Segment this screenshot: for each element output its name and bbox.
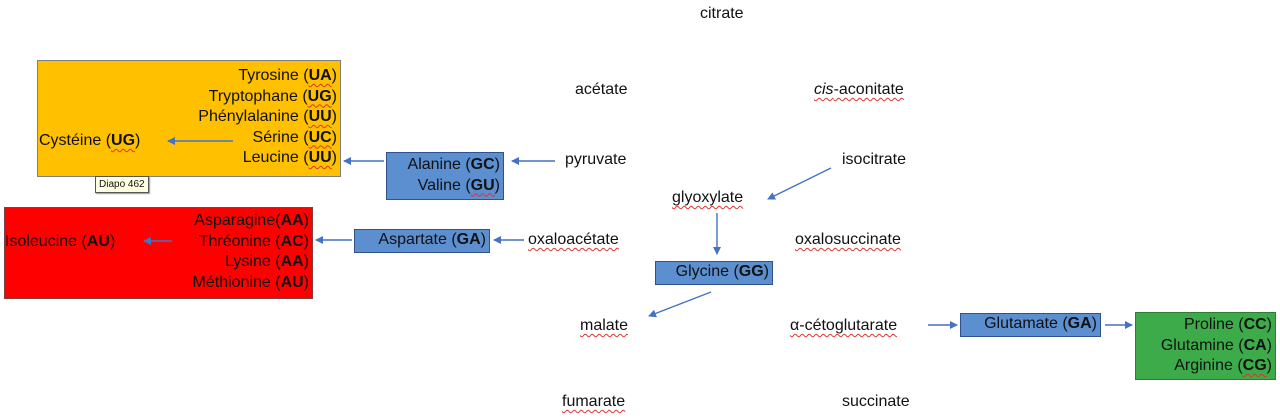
tryptophane-line: Tryptophane (UG) <box>208 87 337 105</box>
leucine-line: Leucine (UU) <box>242 149 337 166</box>
slide-tooltip: Diapo 462 <box>95 176 149 193</box>
isoleucine-label: Isoleucine (AU) <box>5 233 116 250</box>
label-cis-aconitate: cis-aconitate <box>814 80 904 100</box>
serine-line: Sérine (UC) <box>252 128 337 146</box>
label-alpha-ketoglutarate: α-cétoglutarate <box>790 317 898 334</box>
alanine-valine-box: Alanine (GC) Valine (GU) <box>386 152 504 200</box>
label-oxaloacetate: oxaloacétate <box>528 231 619 248</box>
arrow-glycine-to-malate <box>648 291 712 318</box>
cis-prefix: cis <box>814 81 834 98</box>
label-glyoxylate: glyoxylate <box>672 189 744 206</box>
methionine-line: Méthionine (AU) <box>192 273 309 291</box>
aconitate-text: -aconitate <box>833 81 904 98</box>
label-acetate: acétate <box>575 81 628 98</box>
alanine-line: Alanine (GC) <box>407 156 500 173</box>
phenylalanine-line: Phénylalanine (UU) <box>198 108 337 125</box>
glutamine-line: Glutamine (CA) <box>1160 336 1272 354</box>
tyrosine-line: Tyrosine (UA) <box>238 67 337 84</box>
green-amino-acid-box: Proline (CC) Glutamine (CA) Arginine (CG… <box>1135 312 1276 380</box>
proline-line: Proline (CC) <box>1183 316 1272 333</box>
valine-line: Valine (GU) <box>417 176 500 194</box>
asparagine-line: Asparagine(AA) <box>194 212 309 229</box>
threonine-line: Thréonine (AC) <box>198 232 309 250</box>
label-isocitrate: isocitrate <box>842 151 907 168</box>
label-fumarate: fumarate <box>562 393 626 410</box>
label-succinate: succinate <box>842 393 910 410</box>
arrow-isocitrate-to-glyoxylate <box>767 167 832 200</box>
label-citrate: citrate <box>700 5 744 22</box>
arginine-line: Arginine (CG) <box>1174 357 1272 374</box>
glycine-box: Glycine (GG) <box>655 261 773 285</box>
orange-amino-acid-box: Tyrosine (UA) Tryptophane (UG) Phénylala… <box>37 60 341 177</box>
cysteine-label: Cystéine (UG) <box>39 132 141 149</box>
glutamate-box: Glutamate (GA) <box>960 313 1101 337</box>
label-malate: malate <box>580 317 629 334</box>
label-pyruvate: pyruvate <box>565 151 627 168</box>
lysine-line: Lysine (AA) <box>225 253 309 270</box>
label-oxalosuccinate: oxalosuccinate <box>795 231 901 248</box>
aspartate-box: Aspartate (GA) <box>354 229 490 253</box>
red-amino-acid-box: Asparagine(AA) Thréonine (AC) Lysine (AA… <box>4 207 313 299</box>
